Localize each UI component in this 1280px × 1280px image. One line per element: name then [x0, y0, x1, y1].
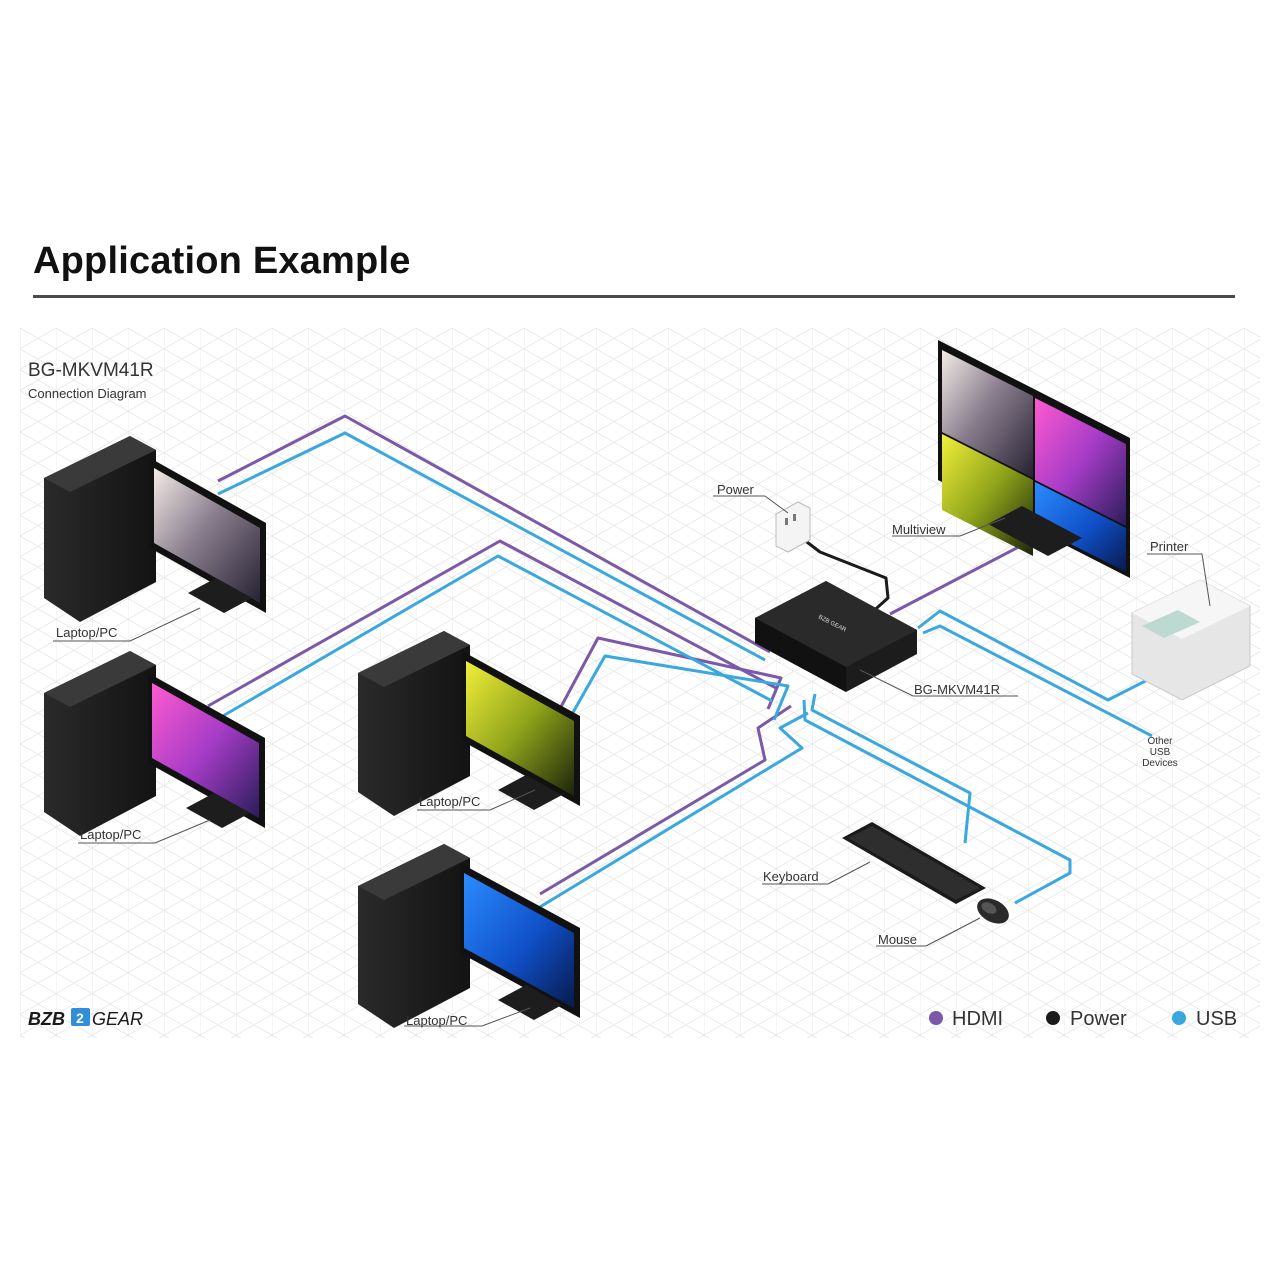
- usb-cable-keyboard: [810, 693, 972, 844]
- printer: Printer: [1131, 539, 1251, 701]
- multiview-label: Multiview: [892, 522, 946, 537]
- usb-cable-pc4: [529, 711, 809, 915]
- pc-2-screen: [152, 683, 259, 818]
- logo-mark: [71, 1008, 90, 1026]
- hdmi-cable-multiview: [889, 539, 1031, 616]
- logo-text-bzb: BZB: [28, 1009, 65, 1029]
- diagram-subtitle: Connection Diagram: [28, 386, 147, 401]
- kvm-switch-top: [755, 581, 917, 667]
- pc-4-screen: [464, 873, 574, 1008]
- heading-rule: [33, 295, 1235, 298]
- multiview-quad-2: [1035, 398, 1126, 526]
- usb-cable-other-devices: [922, 624, 1153, 738]
- legend-hdmi-label: HDMI: [952, 1008, 1003, 1030]
- legend: HDMI Power USB: [929, 1008, 1237, 1030]
- pc-3-screen: [466, 661, 574, 796]
- hdmi-cable-pc2: [207, 539, 777, 708]
- pc-1: Laptop/PC: [44, 436, 266, 642]
- pc-1-label: Laptop/PC: [56, 625, 117, 640]
- pc-1-stand: [188, 578, 252, 613]
- keyboard: Keyboard: [762, 822, 986, 904]
- power-cable: [802, 537, 890, 616]
- pc-4: Laptop/PC: [358, 844, 580, 1028]
- usb-cable-pc1: [217, 431, 766, 662]
- other-usb-label-line2: USB: [1150, 747, 1171, 758]
- pc-2-label: Laptop/PC: [80, 827, 141, 842]
- other-usb-label-line1: Other: [1147, 736, 1173, 747]
- multiview-quad-1: [942, 350, 1033, 478]
- pc-4-label: Laptop/PC: [406, 1013, 467, 1028]
- pc-3-label: Laptop/PC: [419, 794, 480, 809]
- brand-logo: BZB 2 GEAR: [28, 1008, 143, 1029]
- keyboard-label: Keyboard: [763, 869, 819, 884]
- kvm-switch-label: BG-MKVM41R: [914, 682, 1000, 697]
- pc-2-stand: [186, 793, 250, 828]
- diagram-model-title: BG-MKVM41R: [28, 360, 154, 381]
- printer-paper-tray: [1142, 610, 1200, 638]
- usb-cable-pc2: [215, 554, 773, 722]
- legend-usb-label: USB: [1196, 1008, 1237, 1030]
- mouse-label: Mouse: [878, 932, 917, 947]
- usb-cable-mouse: [802, 699, 1072, 905]
- kvm-switch: BZB GEAR BG-MKVM41R: [755, 581, 1018, 697]
- usb-cable-printer: [917, 609, 1168, 702]
- other-usb-label-line3: Devices: [1142, 758, 1178, 769]
- usb-cable-pc3: [548, 654, 790, 754]
- power-label: Power: [717, 482, 755, 497]
- power-outlet: Power: [713, 482, 811, 553]
- multiview-display: Multiview: [892, 340, 1130, 578]
- multiview-stand: [988, 506, 1082, 556]
- legend-usb-swatch: [1172, 1011, 1186, 1025]
- svg-text:2: 2: [76, 1010, 84, 1026]
- page-heading: Application Example: [33, 240, 411, 282]
- diagram-canvas: BG-MKVM41R Connection Diagram Laptop/PC: [20, 328, 1260, 1038]
- power-outlet-plate: [775, 501, 811, 553]
- printer-label: Printer: [1150, 539, 1189, 554]
- logo-text-gear: GEAR: [92, 1009, 143, 1029]
- pc-1-screen: [154, 468, 260, 603]
- legend-hdmi-swatch: [929, 1011, 943, 1025]
- legend-power-label: Power: [1070, 1008, 1127, 1030]
- connection-diagram: BG-MKVM41R Connection Diagram Laptop/PC: [20, 328, 1260, 1038]
- multiview-quad-4: [1035, 482, 1126, 572]
- pc-2: Laptop/PC: [44, 651, 265, 844]
- pc-4-stand: [498, 985, 562, 1020]
- usb-cables: [215, 431, 1168, 915]
- legend-power-swatch: [1046, 1011, 1060, 1025]
- mouse: Mouse: [876, 898, 1009, 947]
- other-usb-devices: Other USB Devices: [1142, 736, 1178, 769]
- hdmi-cable-pc1: [217, 414, 771, 654]
- pc-3: Laptop/PC: [358, 631, 580, 816]
